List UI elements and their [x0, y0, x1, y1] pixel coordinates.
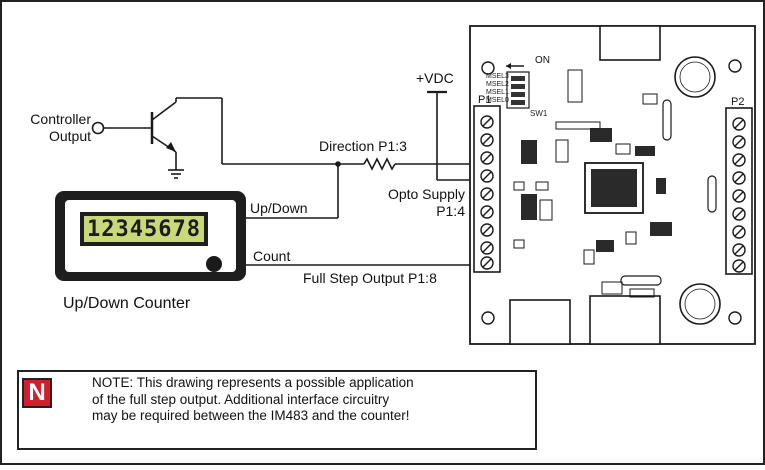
controller-output-transistor [91, 97, 223, 170]
note-box [17, 370, 537, 450]
crystal-right [707, 175, 717, 213]
bottom-jack-right [589, 295, 661, 345]
crystal [620, 275, 662, 286]
vdc-label: +VDC [416, 70, 454, 86]
ground-symbol [168, 169, 184, 179]
chip [521, 140, 537, 164]
counter-reset-button [206, 256, 222, 272]
p2-label: P2 [731, 96, 745, 108]
sw1-label: SW1 [530, 109, 548, 118]
full-step-output-label: Full Step Output P1:8 [303, 270, 437, 286]
chip [521, 194, 537, 220]
junction-dot [335, 161, 341, 167]
bottom-jack-left [509, 299, 571, 345]
opto-supply-label-1: Opto Supply [387, 186, 465, 202]
up-down-label: Up/Down [250, 200, 308, 216]
mount-hole [481, 311, 495, 325]
note-line-2: of the full step output. Additional inte… [92, 391, 390, 407]
chip [656, 178, 666, 194]
msel2-label: MSEL2 [486, 81, 509, 88]
up-down-wire [245, 164, 339, 219]
mount-hole [481, 61, 495, 75]
mount-hole [728, 311, 742, 325]
msel1-label: MSEL1 [486, 89, 509, 96]
note-line-1: NOTE: This drawing represents a possible… [92, 375, 414, 390]
capacitor-top [674, 56, 716, 98]
note-text: NOTE: This drawing represents a possible… [92, 375, 414, 425]
controller-output-label-1: Controller [30, 111, 91, 127]
note-icon: N [22, 378, 52, 408]
terminal-screws-p1 [480, 115, 494, 270]
direction-label: Direction P1:3 [319, 138, 407, 154]
emitter-arrow [166, 142, 176, 152]
top-jack [599, 25, 661, 61]
chip [650, 222, 672, 236]
crystal-vertical [662, 99, 672, 141]
counter-title: Up/Down Counter [63, 295, 191, 312]
msel3-label: MSEL3 [486, 73, 509, 80]
terminal-screws-p2 [732, 117, 746, 273]
driver-board [469, 25, 756, 345]
capacitor-bottom [679, 283, 721, 325]
on-arrow [506, 63, 511, 69]
chip [596, 240, 614, 252]
opto-supply-label-2: P1:4 [436, 203, 465, 219]
lcd-screen [84, 216, 204, 242]
controller-output-label-2: Output [48, 128, 91, 144]
note-line-3: may be required between the IM483 and th… [92, 408, 410, 423]
switch-on-label: ON [535, 55, 550, 66]
chip [590, 128, 612, 142]
p1-label: P1 [478, 94, 492, 106]
chip [635, 146, 655, 156]
msel0-label: MSEL0 [486, 97, 509, 104]
mount-hole [728, 59, 742, 73]
vdc-wire [427, 90, 474, 181]
counter-display: 12345678 [87, 216, 201, 242]
count-label: Count [253, 248, 291, 264]
